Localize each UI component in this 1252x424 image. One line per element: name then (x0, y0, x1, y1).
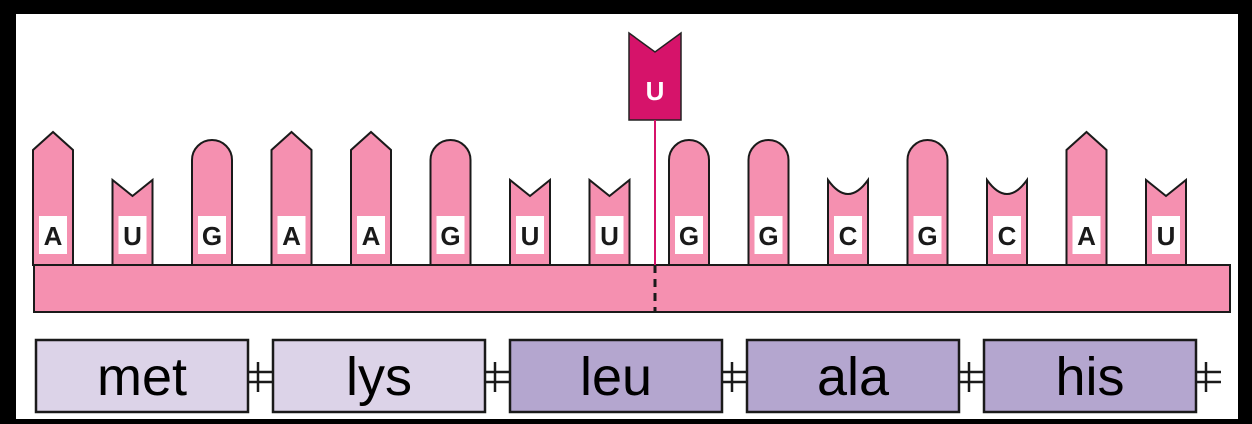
base-a: A (270, 130, 313, 266)
amino-acid-label: ala (817, 347, 890, 407)
inserted-base-group: U (628, 31, 682, 312)
base-letter: G (202, 221, 222, 251)
base-c: C (986, 176, 1028, 266)
inserted-base-letter: U (646, 76, 665, 106)
amino-acid-box (982, 338, 1198, 414)
amino-acid-box (745, 338, 961, 414)
base-letter: A (44, 221, 63, 251)
peptide-bond (722, 362, 747, 392)
base-letter-box (277, 216, 306, 254)
base-g: G (747, 139, 790, 266)
inserted-base-shape (628, 31, 682, 121)
base-u: U (1145, 177, 1187, 266)
base-letter-box (754, 216, 783, 254)
base-a: A (1065, 130, 1108, 266)
base-a: A (350, 130, 392, 266)
base-letter: U (1157, 221, 1176, 251)
base-g: G (906, 139, 949, 266)
base-letter-box (675, 216, 703, 254)
amino-acid-chain: met lys leu ala his (34, 338, 1221, 414)
amino-acid-label: his (1055, 347, 1124, 407)
amino-acid-label: leu (580, 347, 652, 407)
base-letter-box (39, 216, 67, 254)
amino-acid-box (508, 338, 724, 414)
amino-acid-leu: leu (508, 338, 724, 414)
base-letter: G (758, 221, 778, 251)
base-letter: C (839, 221, 858, 251)
base-letter-box (436, 216, 465, 254)
base-letter: U (600, 221, 619, 251)
base-letter: U (521, 221, 540, 251)
base-letter: A (282, 221, 301, 251)
base-a: A (32, 130, 74, 266)
base-g: G (429, 139, 472, 266)
peptide-bond (248, 362, 273, 392)
base-letter: A (362, 221, 381, 251)
peptide-bond (1196, 362, 1221, 392)
base-letter: C (998, 221, 1017, 251)
base-letter-box (516, 216, 544, 254)
base-letter: G (679, 221, 699, 251)
base-g: G (668, 139, 710, 266)
base-letter: U (123, 221, 142, 251)
peptide-bond (485, 362, 510, 392)
base-c: C (827, 176, 869, 266)
amino-acid-his: his (982, 338, 1198, 414)
base-letter: G (440, 221, 460, 251)
amino-acid-box (271, 338, 487, 414)
base-letter-box (118, 216, 147, 254)
base-letter-box (1152, 216, 1180, 254)
base-letter-box (357, 216, 385, 254)
amino-acid-lys: lys (271, 338, 487, 414)
base-letter: G (917, 221, 937, 251)
amino-acid-label: lys (346, 347, 412, 407)
base-letter-box (595, 216, 624, 254)
base-g: G (191, 139, 233, 266)
amino-acid-met: met (34, 338, 250, 414)
rna-backbone (33, 264, 1231, 313)
base-letter-box (1072, 216, 1101, 254)
base-letter: A (1077, 221, 1096, 251)
base-letter-box (913, 216, 942, 254)
base-u: U (588, 177, 631, 266)
base-letter-box (834, 216, 862, 254)
amino-acid-ala: ala (745, 338, 961, 414)
base-letter-box (993, 216, 1021, 254)
base-letter-box (198, 216, 226, 254)
peptide-bond (959, 362, 984, 392)
amino-acid-box (34, 338, 250, 414)
amino-acid-label: met (97, 347, 187, 407)
